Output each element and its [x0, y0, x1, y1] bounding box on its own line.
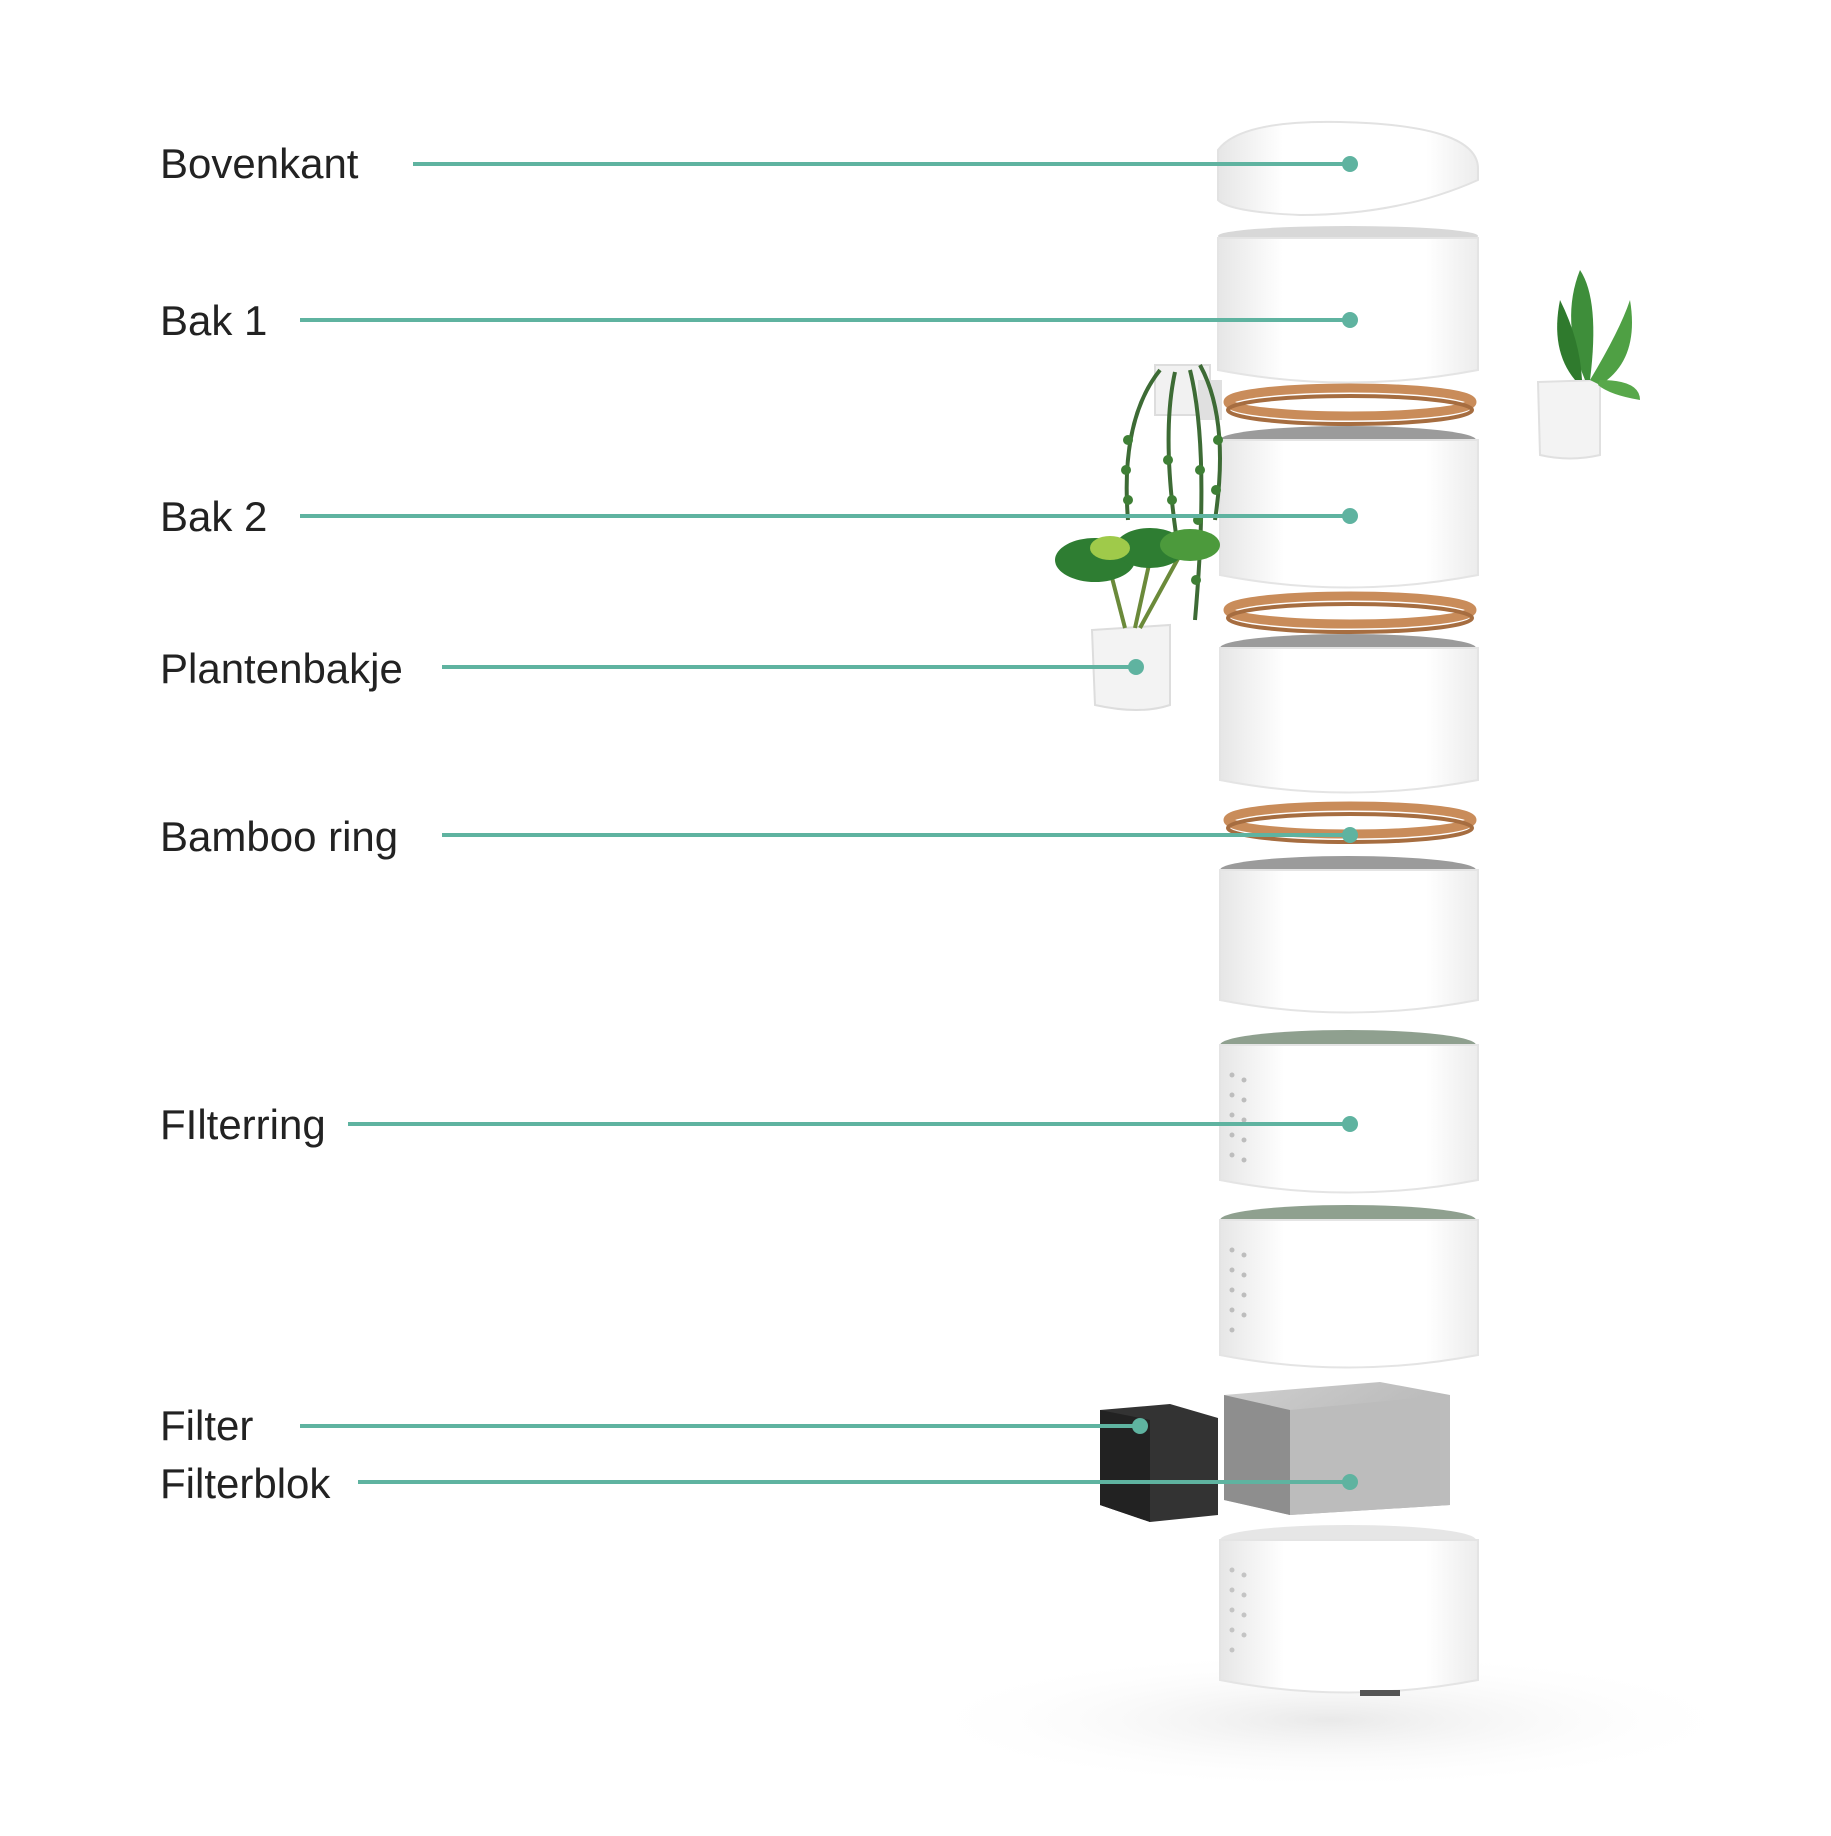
leader-dot-bamboo-ring	[1342, 827, 1358, 843]
leader-dot-filter	[1132, 1418, 1148, 1434]
filterring-1	[1219, 1030, 1479, 1194]
plantenbakje-pot	[1055, 528, 1220, 711]
leader-dot-filterblok	[1342, 1474, 1358, 1490]
label-plantenbakje: Plantenbakje	[160, 645, 403, 692]
bak2-module	[1219, 426, 1479, 589]
module-4	[1219, 856, 1479, 1014]
label-filterblok: Filterblok	[160, 1460, 331, 1507]
bamboo-ring-1	[1223, 383, 1477, 426]
hanging-plant	[1121, 364, 1223, 621]
label-bak2: Bak 2	[160, 493, 268, 540]
label-bovenkant: Bovenkant	[160, 140, 359, 187]
base-module	[1219, 1525, 1479, 1696]
filter-cube	[1100, 1404, 1218, 1522]
leader-dot-plantenbakje	[1128, 659, 1144, 675]
label-filterring: FIlterring	[160, 1101, 326, 1148]
floor-shadow	[910, 1650, 1750, 1790]
leader-dot-filterring	[1342, 1116, 1358, 1132]
leader-lines	[300, 156, 1358, 1490]
filterblok-block	[1224, 1382, 1450, 1515]
bak1-module	[1217, 226, 1479, 384]
label-filter: Filter	[160, 1402, 254, 1449]
filterring-2	[1219, 1205, 1479, 1369]
floating-plant	[1536, 270, 1640, 460]
label-bak1: Bak 1	[160, 297, 268, 344]
leader-dot-bak1	[1342, 312, 1358, 328]
leader-dot-bak2	[1342, 508, 1358, 524]
module-3	[1219, 634, 1479, 794]
leader-dot-bovenkant	[1342, 156, 1358, 172]
label-bamboo-ring: Bamboo ring	[160, 813, 399, 860]
bamboo-ring-2	[1223, 591, 1477, 634]
